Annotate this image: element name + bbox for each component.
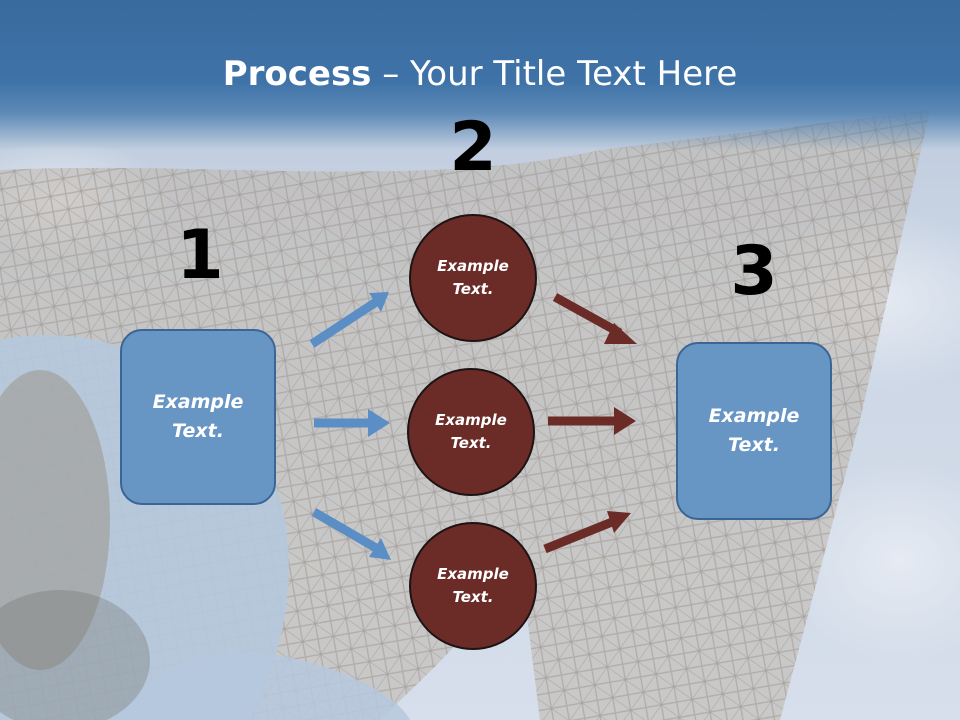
arrow-right-mid [548, 407, 636, 435]
output-box: Example Text. [676, 342, 832, 520]
process-circle-top: Example Text. [409, 214, 537, 342]
arrow-left-mid [314, 409, 390, 437]
step-number-3: 3 [730, 232, 778, 311]
arrow-right-up [552, 293, 637, 344]
process-circle-bottom-text: Example Text. [437, 565, 509, 606]
title-band [0, 0, 960, 150]
title-rest: – Your Title Text Here [371, 54, 738, 94]
process-circle-middle: Example Text. [407, 368, 535, 496]
arrow-left-down [311, 508, 391, 560]
process-circle-bottom: Example Text. [409, 522, 537, 650]
slide-title: Process – Your Title Text Here [0, 52, 960, 96]
input-box-text: Example Text. [152, 391, 244, 442]
process-circle-top-text: Example Text. [437, 257, 509, 298]
output-box-text: Example Text. [708, 405, 800, 456]
title-bold: Process [222, 54, 372, 94]
step-number-2: 2 [449, 108, 497, 187]
process-circle-middle-text: Example Text. [435, 411, 507, 452]
arrow-right-down [543, 511, 631, 554]
arrow-left-up [309, 292, 389, 348]
input-box: Example Text. [120, 329, 276, 505]
step-number-1: 1 [176, 216, 224, 295]
